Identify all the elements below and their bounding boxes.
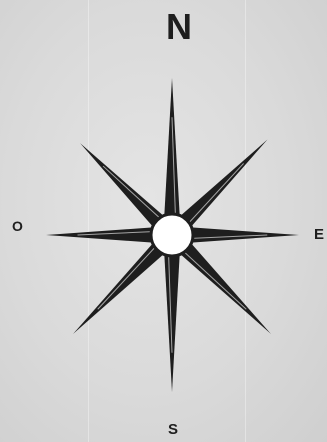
compass-point-south	[164, 235, 180, 392]
compass-point-north	[164, 78, 180, 235]
compass-point-highlight	[103, 166, 165, 222]
compass-point-highlight	[179, 247, 246, 309]
compass-center-circle	[151, 214, 193, 256]
compass-point-highlight	[184, 163, 243, 227]
compass-point-highlight	[98, 242, 160, 309]
